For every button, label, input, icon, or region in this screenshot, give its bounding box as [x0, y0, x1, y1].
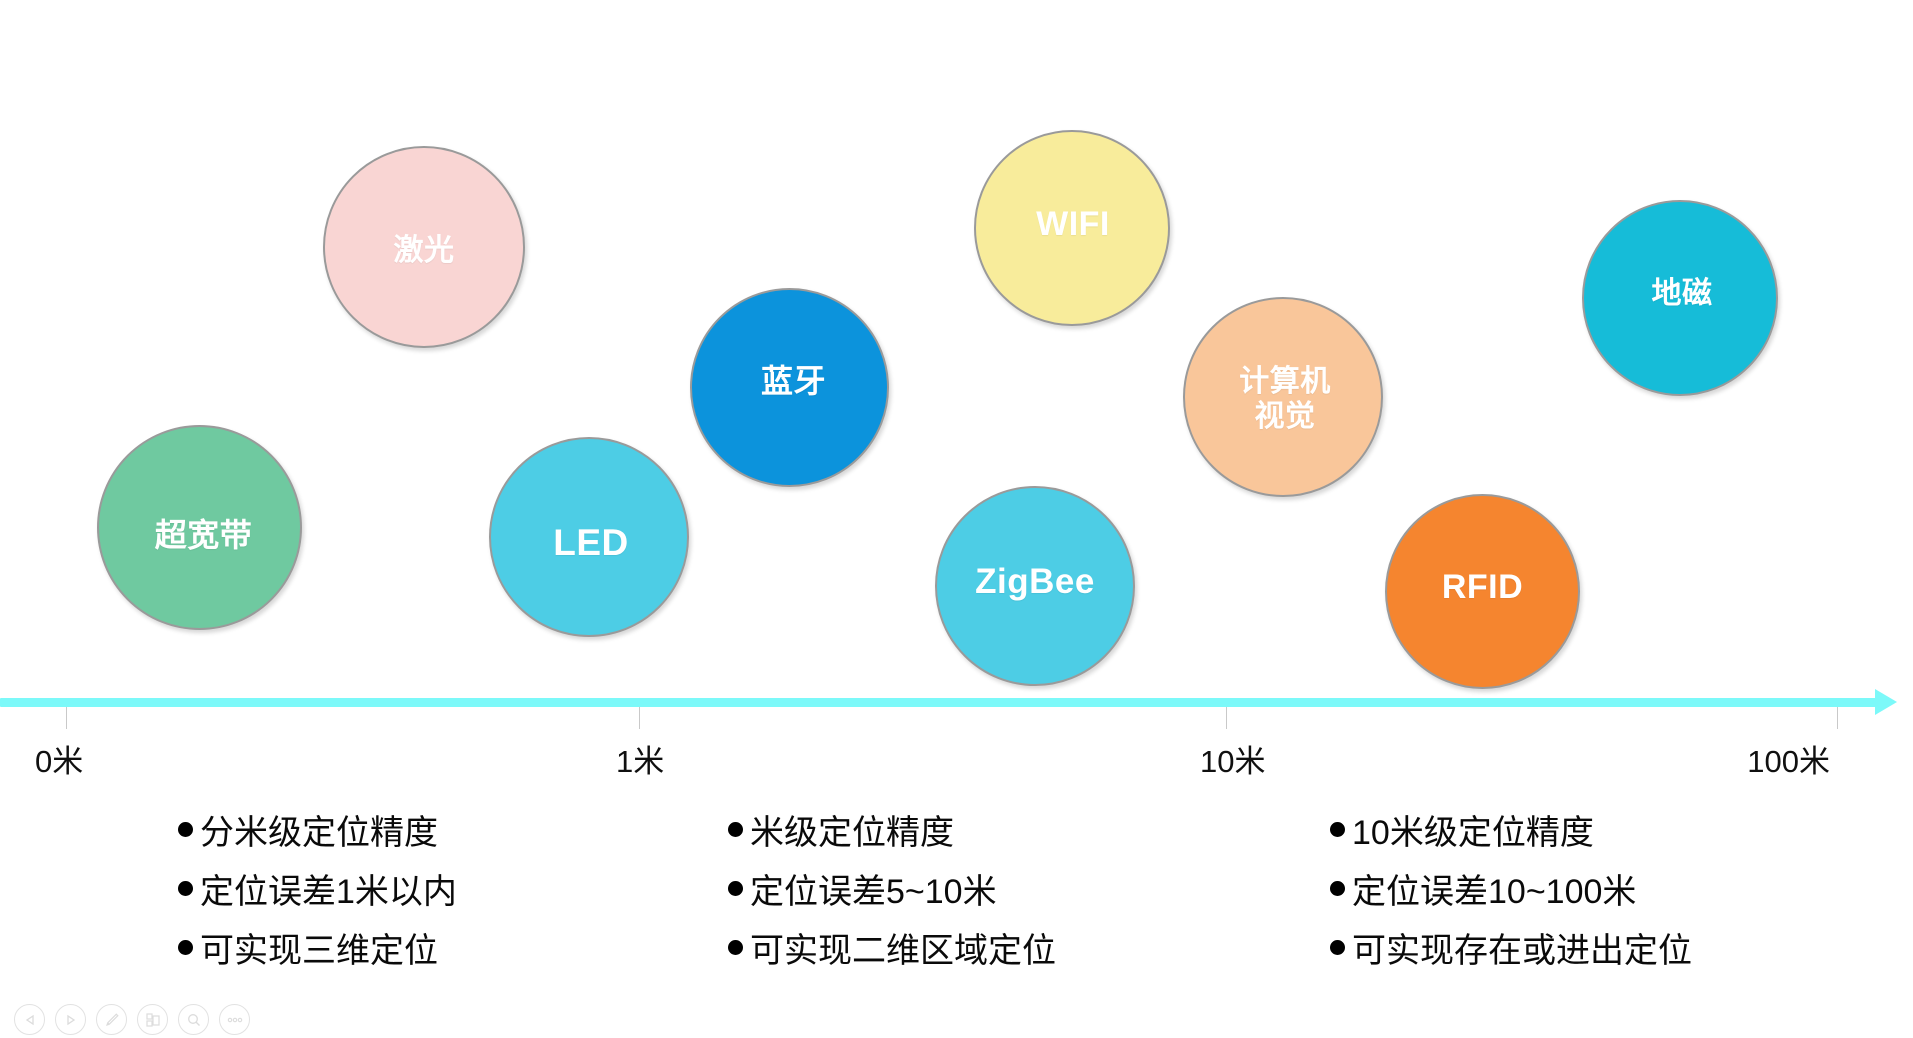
- bubble-label-zigbee: ZigBee: [975, 562, 1095, 602]
- bubble-label-uwb: 超宽带: [154, 516, 253, 553]
- next-slide-button[interactable]: [55, 1004, 86, 1035]
- bullet-item: 米级定位精度: [728, 800, 1056, 859]
- triangle-right-icon: [64, 1013, 78, 1027]
- bubble-uwb[interactable]: 超宽带: [97, 425, 302, 630]
- bubble-label-laser: 激光: [393, 234, 455, 268]
- axis-tick-mark: [639, 707, 640, 729]
- bubble-label-cv: 计算机 视觉: [1239, 364, 1331, 433]
- axis-tick-mark: [66, 707, 67, 729]
- previous-slide-button[interactable]: [14, 1004, 45, 1035]
- bullet-text: 米级定位精度: [750, 814, 954, 852]
- ellipsis-icon: [226, 1016, 244, 1024]
- bubble-rfid[interactable]: RFID: [1385, 494, 1580, 689]
- more-options-button[interactable]: [219, 1004, 250, 1035]
- axis-line: [0, 698, 1878, 707]
- bullet-item: 定位误差1米以内: [178, 859, 457, 918]
- bubble-wifi[interactable]: WIFI: [974, 130, 1170, 326]
- bullet-dot-icon: [1330, 881, 1345, 896]
- bubble-geomag[interactable]: 地磁: [1582, 200, 1778, 396]
- bullet-dot-icon: [1330, 940, 1345, 955]
- bullet-item: 定位误差5~10米: [728, 859, 1056, 918]
- zoom-tool-button[interactable]: [178, 1004, 209, 1035]
- axis-tick-label: 100米: [1747, 744, 1830, 779]
- bullet-dot-icon: [728, 881, 743, 896]
- bullet-dot-icon: [178, 822, 193, 837]
- bullet-text: 可实现二维区域定位: [750, 932, 1056, 970]
- bubble-label-wifi: WIFI: [1036, 204, 1110, 243]
- bullet-dot-icon: [728, 940, 743, 955]
- bullet-column-meter-accuracy: 米级定位精度定位误差5~10米可实现二维区域定位: [728, 800, 1056, 977]
- bullet-column-ten-meter-accuracy: 10米级定位精度定位误差10~100米可实现存在或进出定位: [1330, 800, 1692, 977]
- bubble-label-bluetooth: 蓝牙: [760, 362, 826, 399]
- slides-grid-icon: [145, 1012, 161, 1028]
- bullet-item: 定位误差10~100米: [1330, 859, 1692, 918]
- bubble-cv[interactable]: 计算机 视觉: [1183, 297, 1383, 497]
- bubble-label-led: LED: [553, 522, 629, 564]
- bubble-bluetooth[interactable]: 蓝牙: [690, 288, 889, 487]
- presentation-toolbar[interactable]: [14, 1004, 250, 1035]
- bullet-text: 分米级定位精度: [200, 814, 438, 852]
- bullet-text: 10米级定位精度: [1352, 814, 1594, 852]
- bullet-text: 定位误差10~100米: [1352, 873, 1637, 911]
- bullet-dot-icon: [178, 940, 193, 955]
- axis-tick-label: 0米: [35, 744, 84, 779]
- bullet-item: 可实现存在或进出定位: [1330, 918, 1692, 977]
- bullet-text: 定位误差1米以内: [200, 873, 457, 911]
- bullet-item: 分米级定位精度: [178, 800, 457, 859]
- triangle-left-icon: [23, 1013, 37, 1027]
- pen-tool-button[interactable]: [96, 1004, 127, 1035]
- axis-tick-mark: [1226, 707, 1227, 729]
- bullet-dot-icon: [178, 881, 193, 896]
- axis-tick-label: 1米: [616, 744, 665, 779]
- bubble-led[interactable]: LED: [489, 437, 689, 637]
- slides-overview-button[interactable]: [137, 1004, 168, 1035]
- bullet-text: 可实现存在或进出定位: [1352, 932, 1692, 970]
- bullet-column-decimeter-accuracy: 分米级定位精度定位误差1米以内可实现三维定位: [178, 800, 457, 977]
- bullet-dot-icon: [728, 822, 743, 837]
- bullet-item: 可实现二维区域定位: [728, 918, 1056, 977]
- bubble-laser[interactable]: 激光: [323, 146, 525, 348]
- pen-icon: [104, 1012, 120, 1028]
- bubble-label-geomag: 地磁: [1651, 277, 1713, 311]
- bullet-text: 定位误差5~10米: [750, 873, 997, 911]
- bullet-item: 可实现三维定位: [178, 918, 457, 977]
- axis-tick-mark: [1837, 707, 1838, 729]
- bubble-zigbee[interactable]: ZigBee: [935, 486, 1135, 686]
- bubble-label-rfid: RFID: [1441, 568, 1524, 607]
- bullet-item: 10米级定位精度: [1330, 800, 1692, 859]
- bullet-text: 可实现三维定位: [200, 932, 438, 970]
- axis-tick-label: 10米: [1200, 744, 1266, 779]
- axis-arrow-icon: [1875, 689, 1897, 715]
- bullet-dot-icon: [1330, 822, 1345, 837]
- magnifier-icon: [186, 1012, 202, 1028]
